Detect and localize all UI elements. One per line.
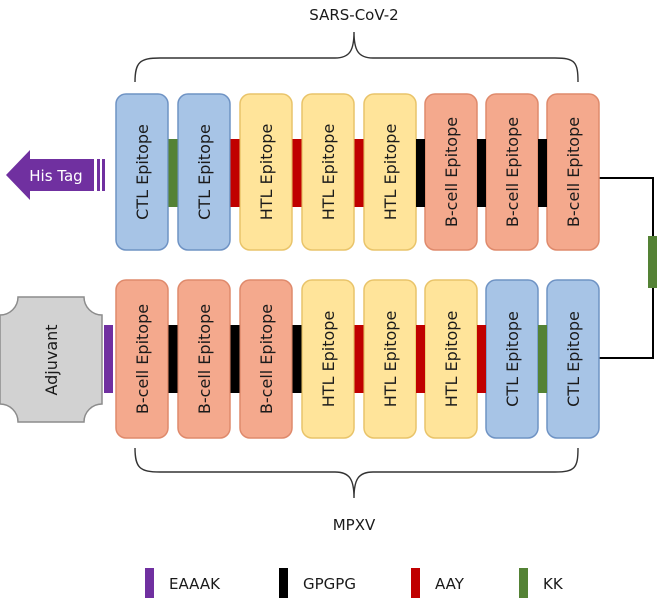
- top-linker-gpgpg: [416, 139, 425, 207]
- legend-swatch: [519, 568, 528, 598]
- top-brace: [134, 31, 579, 83]
- epitope-label: B-cell Epitope: [195, 304, 214, 414]
- his-tag-arrow-shape: [6, 150, 94, 200]
- ctl-epitope-box: [177, 93, 231, 251]
- bottom-epitope-block: HTL Epitope: [301, 279, 355, 439]
- connector-kk-linker: [648, 236, 657, 288]
- bottom-linker-gpgpg: [168, 325, 178, 393]
- legend-swatch: [411, 568, 420, 598]
- top-epitope-block: HTL Epitope: [239, 93, 293, 251]
- legend-label: GPGPG: [303, 575, 356, 593]
- ctl-epitope-box: [115, 93, 169, 251]
- top-epitope-block: HTL Epitope: [363, 93, 417, 251]
- top-linker-aay: [354, 139, 364, 207]
- legend-label: KK: [543, 575, 564, 593]
- legend-item: EAAAK: [145, 568, 221, 598]
- epitope-label: HTL Epitope: [319, 311, 338, 408]
- bcell-epitope-box: [177, 279, 231, 439]
- his-tag-arrow: His Tag: [6, 150, 105, 200]
- legend-label: AAY: [435, 575, 465, 593]
- bottom-epitope-block: HTL Epitope: [363, 279, 417, 439]
- legend-item: AAY: [411, 568, 465, 598]
- epitope-label: HTL Epitope: [442, 311, 461, 408]
- legend-label: EAAAK: [169, 575, 221, 593]
- bottom-group-label: MPXV: [333, 516, 376, 534]
- top-epitope-block: CTL Epitope: [115, 93, 169, 251]
- top-group-label: SARS-CoV-2: [309, 6, 398, 24]
- epitope-label: B-cell Epitope: [564, 117, 583, 227]
- epitope-label: B-cell Epitope: [442, 117, 461, 227]
- epitope-label: HTL Epitope: [381, 311, 400, 408]
- his-tag-label: His Tag: [29, 167, 82, 185]
- bottom-epitope-block: B-cell Epitope: [177, 279, 231, 439]
- bottom-epitope-block: HTL Epitope: [424, 279, 478, 439]
- htl-epitope-box: [301, 279, 355, 439]
- bcell-epitope-box: [239, 279, 293, 439]
- legend-swatch: [145, 568, 154, 598]
- bottom-linker-aay: [477, 325, 486, 393]
- top-epitope-block: B-cell Epitope: [485, 93, 539, 251]
- bottom-linker-aay: [354, 325, 364, 393]
- legend-item: GPGPG: [279, 568, 356, 598]
- epitope-label: CTL Epitope: [503, 311, 522, 407]
- bottom-linker-aay: [416, 325, 425, 393]
- top-linker-gpgpg: [538, 139, 547, 207]
- epitope-label: B-cell Epitope: [257, 304, 276, 414]
- his-tag-bar: [97, 159, 100, 191]
- bottom-linker-kk: [538, 325, 547, 393]
- bottom-epitope-row: B-cell Epitope B-cell Epitope B-cell Epito…: [115, 279, 600, 439]
- bottom-epitope-block: B-cell Epitope: [239, 279, 293, 439]
- top-epitope-block: CTL Epitope: [177, 93, 231, 251]
- legend-item: KK: [519, 568, 564, 598]
- bottom-epitope-block: B-cell Epitope: [115, 279, 169, 439]
- top-epitope-row: CTL Epitope CTL Epitope HTL Epitope HTL Epi…: [115, 93, 600, 251]
- legend: EAAAK GPGPG AAY KK: [145, 568, 564, 598]
- epitope-label: CTL Epitope: [133, 124, 152, 220]
- htl-epitope-box: [301, 93, 355, 251]
- bottom-linker-gpgpg: [230, 325, 240, 393]
- epitope-label: HTL Epitope: [319, 124, 338, 221]
- adjuvant-eaaak-linker: [104, 325, 113, 393]
- top-epitope-block: B-cell Epitope: [546, 93, 600, 251]
- epitope-label: CTL Epitope: [564, 311, 583, 407]
- top-epitope-block: B-cell Epitope: [424, 93, 478, 251]
- epitope-label: HTL Epitope: [257, 124, 276, 221]
- bottom-brace: [134, 447, 579, 499]
- adjuvant-shape: Adjuvant: [0, 296, 103, 423]
- top-epitope-block: HTL Epitope: [301, 93, 355, 251]
- bottom-epitope-block: CTL Epitope: [546, 279, 600, 439]
- top-linker-aay: [292, 139, 302, 207]
- epitope-label: B-cell Epitope: [503, 117, 522, 227]
- epitope-label: CTL Epitope: [195, 124, 214, 220]
- his-tag-bar: [102, 159, 105, 191]
- top-linker-kk: [168, 139, 178, 207]
- top-linker-aay: [230, 139, 240, 207]
- epitope-label: B-cell Epitope: [133, 304, 152, 414]
- bcell-epitope-box: [115, 279, 169, 439]
- epitope-label: HTL Epitope: [381, 124, 400, 221]
- adjuvant-plaque: [0, 296, 103, 423]
- adjuvant-label: Adjuvant: [42, 324, 61, 395]
- legend-swatch: [279, 568, 288, 598]
- connector-line: [598, 177, 654, 359]
- bottom-linker-gpgpg: [292, 325, 302, 393]
- htl-epitope-box: [239, 93, 293, 251]
- bottom-epitope-block: CTL Epitope: [485, 279, 539, 439]
- top-linker-gpgpg: [477, 139, 486, 207]
